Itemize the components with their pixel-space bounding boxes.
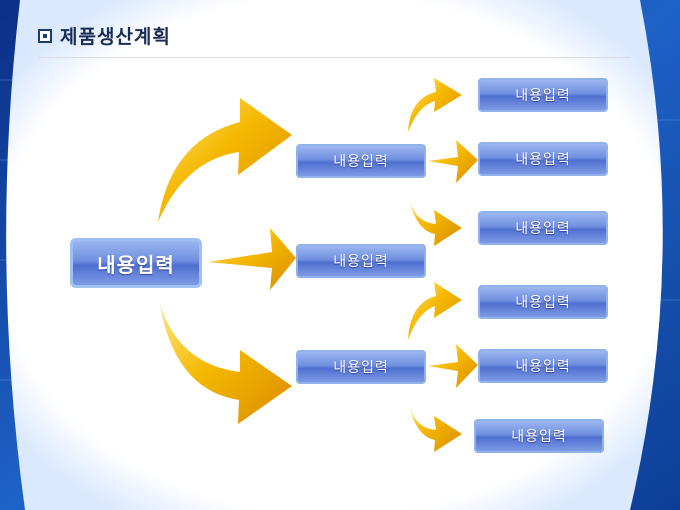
title-divider (38, 57, 630, 58)
mid-node-2: 내용입력 (296, 244, 426, 278)
leaf-node-5: 내용입력 (478, 349, 608, 383)
leaf-node-4: 내용입력 (478, 285, 608, 319)
title-bar: 제품생산계획 (38, 22, 171, 49)
leaf-node-3: 내용입력 (478, 211, 608, 245)
mid-node-1: 내용입력 (296, 144, 426, 178)
mid-node-3: 내용입력 (296, 350, 426, 384)
leaf-node-2: 내용입력 (478, 142, 608, 176)
leaf-node-1: 내용입력 (478, 78, 608, 112)
page-title: 제품생산계획 (60, 26, 171, 48)
root-node: 내용입력 (70, 238, 202, 288)
leaf-node-6: 내용입력 (474, 419, 604, 453)
square-bullet-icon (38, 28, 52, 43)
